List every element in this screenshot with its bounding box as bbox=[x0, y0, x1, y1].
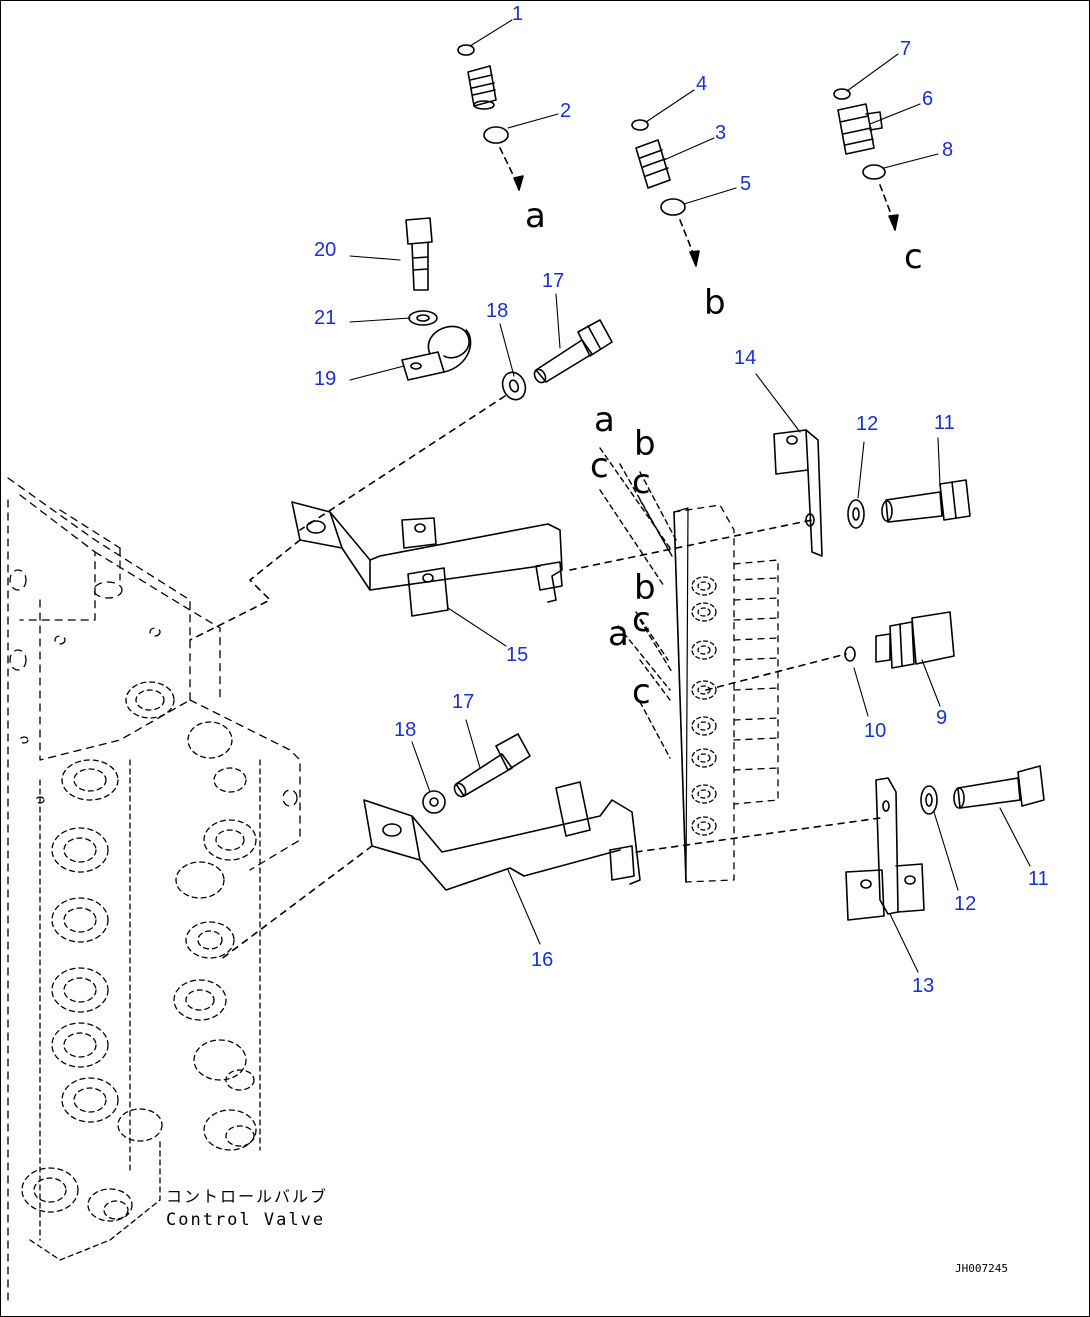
part-8-oring bbox=[862, 164, 886, 180]
callout-11-lower: 11 bbox=[1028, 868, 1049, 890]
letter-b-top: b bbox=[704, 283, 726, 323]
letter-c-2: c bbox=[632, 462, 651, 502]
part-11-bolt-upper bbox=[881, 479, 971, 523]
control-valve-body bbox=[7, 477, 301, 1301]
manifold-ports bbox=[691, 576, 717, 836]
part-1-oring bbox=[457, 44, 475, 56]
part-9-sensor bbox=[875, 611, 955, 669]
callout-20: 20 bbox=[314, 239, 337, 261]
manifold-block bbox=[673, 504, 779, 883]
control-valve-label-en: Control Valve bbox=[166, 1210, 326, 1230]
letter-c-1: c bbox=[590, 446, 609, 486]
part-13-bracket bbox=[845, 777, 925, 921]
callout-5: 5 bbox=[740, 173, 752, 195]
part-18-washer-lower bbox=[422, 790, 446, 814]
part-12-washer-lower bbox=[920, 785, 938, 815]
arrowhead bbox=[513, 175, 524, 191]
callout-16: 16 bbox=[531, 949, 554, 971]
part-3-fitting bbox=[635, 139, 671, 189]
callout-2: 2 bbox=[560, 100, 572, 122]
part-2-oring bbox=[483, 126, 509, 144]
part-11-bolt-lower bbox=[953, 765, 1045, 809]
callout-10: 10 bbox=[864, 720, 887, 742]
part-fitting-a bbox=[467, 65, 497, 110]
callout-12-upper: 12 bbox=[856, 413, 879, 435]
part-14-bracket bbox=[773, 429, 823, 557]
dashline bbox=[569, 519, 813, 571]
letter-c-4: c bbox=[632, 672, 651, 712]
callout-18-lower: 18 bbox=[394, 719, 417, 741]
callout-19: 19 bbox=[314, 368, 337, 390]
dashline bbox=[299, 395, 506, 531]
callout-6: 6 bbox=[922, 88, 934, 110]
letter-c-3: c bbox=[632, 600, 651, 640]
letter-a-top: a bbox=[525, 196, 546, 236]
drawing-code: JH007245 bbox=[955, 1262, 1008, 1275]
part-15-bracket bbox=[291, 501, 563, 617]
letter-b-2: b bbox=[634, 568, 656, 608]
part-7-oring bbox=[833, 88, 851, 100]
letter-a-2: a bbox=[608, 614, 629, 654]
letter-b-1: b bbox=[634, 424, 656, 464]
callout-13: 13 bbox=[912, 975, 935, 997]
part-6-fitting bbox=[837, 103, 883, 155]
callout-1: 1 bbox=[512, 3, 524, 25]
part-20-bolt bbox=[405, 217, 433, 291]
dashline bbox=[219, 845, 373, 961]
callout-17-upper: 17 bbox=[542, 270, 565, 292]
callout-12-lower: 12 bbox=[954, 893, 977, 915]
arrowhead bbox=[689, 250, 700, 267]
arrowhead bbox=[888, 214, 899, 231]
control-valve-label-jp: コントロールバルブ bbox=[166, 1187, 329, 1206]
callout-17-lower: 17 bbox=[452, 691, 475, 713]
letter-a-1: a bbox=[594, 400, 615, 440]
dashline bbox=[635, 817, 881, 853]
part-17-bolt-upper bbox=[533, 319, 613, 384]
callout-9: 9 bbox=[936, 707, 948, 729]
letter-arrows bbox=[599, 447, 677, 759]
part-5-oring bbox=[660, 198, 686, 216]
part-21-washer bbox=[408, 310, 438, 326]
callout-21: 21 bbox=[314, 307, 337, 329]
part-17-bolt-lower bbox=[453, 733, 531, 798]
callout-4: 4 bbox=[696, 73, 708, 95]
part-16-bracket bbox=[363, 781, 641, 891]
callout-8: 8 bbox=[942, 139, 954, 161]
callout-18-upper: 18 bbox=[486, 300, 509, 322]
leader-lines bbox=[349, 19, 1031, 973]
callout-11-upper: 11 bbox=[934, 412, 955, 434]
part-19-clamp bbox=[401, 325, 472, 381]
part-18-washer-upper bbox=[501, 371, 527, 401]
callout-15: 15 bbox=[506, 644, 529, 666]
part-4-oring bbox=[631, 119, 649, 131]
callout-3: 3 bbox=[715, 122, 727, 144]
valve-spools bbox=[21, 681, 261, 1261]
letter-c-top: c bbox=[904, 237, 923, 277]
dashline bbox=[705, 653, 847, 691]
part-12-washer-upper bbox=[847, 499, 865, 529]
callout-7: 7 bbox=[900, 38, 912, 60]
manifold-face bbox=[673, 507, 689, 883]
dashline bbox=[189, 539, 301, 641]
callout-14: 14 bbox=[734, 347, 757, 369]
